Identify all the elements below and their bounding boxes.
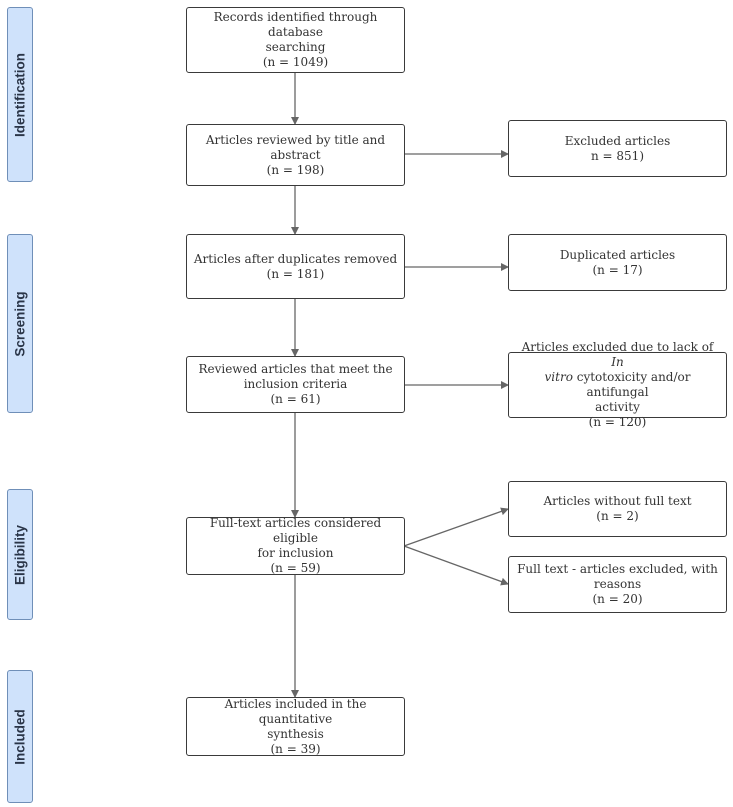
quantitative-line1: Articles included in the quantitative — [224, 696, 367, 726]
box-after-duplicates: Articles after duplicates removed (n = 1… — [186, 234, 405, 299]
excluded-line1: Excluded articles — [564, 133, 671, 148]
title-abstract-count: (n = 198) — [266, 162, 325, 177]
inclusion-criteria-line1: Reviewed articles that meet the — [198, 362, 393, 376]
excluded-lack-line1-prefix: Articles excluded due to lack of — [521, 340, 714, 354]
after-duplicates-line1: Articles after duplicates removed — [193, 251, 398, 266]
records-identified-line1: Records identified through database — [213, 10, 378, 39]
excluded-count: n = 851) — [591, 148, 644, 163]
full-text-excluded-count: (n = 20) — [592, 592, 643, 606]
box-inclusion-criteria: Reviewed articles that meet the inclusio… — [186, 356, 405, 413]
box-without-full-text: Articles without full text (n = 2) — [508, 481, 727, 537]
duplicated-line1: Duplicated articles — [559, 247, 676, 262]
without-full-text-count: (n = 2) — [596, 509, 639, 523]
excluded-lack-line1: Articles excluded due to lack of In — [515, 340, 720, 370]
excluded-lack-line3: activity — [595, 400, 640, 414]
phase-eligibility: Eligibility — [7, 489, 33, 620]
inclusion-criteria-count: (n = 61) — [270, 392, 321, 406]
arrow-fulltext-to-full-text-excluded — [403, 545, 509, 586]
full-text-eligible-count: (n = 59) — [270, 561, 321, 575]
box-duplicated-articles: Duplicated articles (n = 17) — [508, 234, 727, 291]
excluded-lack-line2-suffix: cytotoxicity and/or antifungal — [572, 370, 691, 399]
title-abstract-line2: abstract — [270, 147, 321, 162]
records-identified-count: (n = 1049) — [262, 55, 329, 69]
quantitative-line2: synthesis — [267, 726, 324, 741]
box-quantitative-synthesis: Articles included in the quantitative sy… — [186, 697, 405, 756]
excluded-lack-count: (n = 120) — [588, 415, 647, 429]
full-text-excluded-line1: Full text - articles excluded, with — [517, 562, 718, 576]
title-abstract-line1: Articles reviewed by title and — [205, 132, 386, 147]
without-full-text-line1: Articles without full text — [543, 494, 692, 508]
box-full-text-excluded: Full text - articles excluded, with reas… — [508, 556, 727, 613]
box-title-abstract: Articles reviewed by title and abstract … — [186, 124, 405, 186]
inclusion-criteria-line2: inclusion criteria — [243, 377, 348, 391]
phase-screening: Screening — [7, 234, 33, 413]
full-text-eligible-line2: for inclusion — [257, 546, 334, 560]
box-full-text-eligible: Full-text articles considered eligible f… — [186, 516, 405, 575]
duplicated-count: (n = 17) — [592, 262, 643, 277]
after-duplicates-count: (n = 181) — [266, 266, 325, 281]
full-text-eligible-line1: Full-text articles considered eligible — [209, 516, 382, 545]
quantitative-count: (n = 39) — [270, 741, 321, 756]
phase-identification: Identification — [7, 7, 33, 182]
excluded-lack-line1-italic: In — [611, 355, 624, 369]
box-records-identified: Records identified through database sear… — [186, 7, 405, 73]
box-excluded-articles: Excluded articles n = 851) — [508, 120, 727, 177]
full-text-excluded-line2: reasons — [593, 577, 642, 591]
box-excluded-lack-activity: Articles excluded due to lack of In vitr… — [508, 340, 727, 429]
excluded-lack-line2: vitro cytotoxicity and/or antifungal — [515, 370, 720, 400]
phase-included: Included — [7, 670, 33, 803]
arrow-fulltext-to-without-full-text — [403, 507, 509, 547]
records-identified-line2: searching — [265, 40, 326, 54]
excluded-lack-line2-italic: vitro — [544, 370, 573, 384]
